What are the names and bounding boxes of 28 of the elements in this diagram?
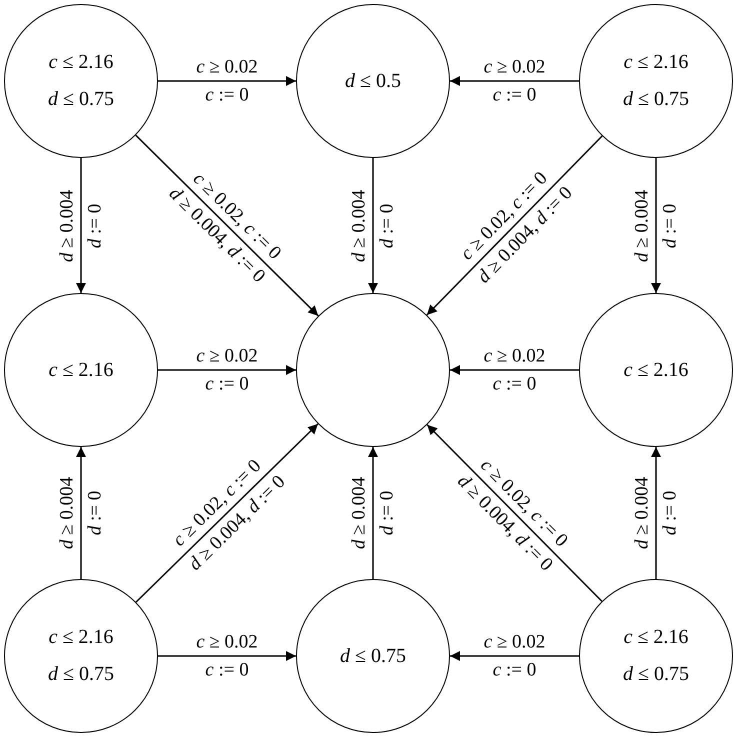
arrow xyxy=(368,447,378,579)
arrow xyxy=(76,158,86,293)
state-label: c ≤ 2.16 xyxy=(624,358,688,382)
state-label: c ≤ 2.16 xyxy=(48,358,114,382)
state-label: c ≤ 2.16 xyxy=(624,51,688,74)
arrow xyxy=(158,651,296,661)
arrow xyxy=(450,651,579,661)
arrow xyxy=(135,134,319,316)
state-label: c ≤ 2.16 xyxy=(48,626,114,649)
arrow xyxy=(158,76,296,86)
arrow xyxy=(135,423,319,603)
state-label: d ≤ 0.5 xyxy=(345,70,401,92)
arrow xyxy=(426,424,602,602)
arrow xyxy=(158,365,296,375)
state-label: c ≤ 2.16 xyxy=(624,626,688,649)
state-label: c ≤ 2.16 xyxy=(48,51,114,74)
arrow xyxy=(450,76,579,86)
arrow xyxy=(426,136,603,316)
state-label: d ≤ 0.75 xyxy=(48,663,114,686)
state-label: d ≤ 0.75 xyxy=(340,644,406,668)
arrow xyxy=(651,447,661,579)
state-label: d ≤ 0.75 xyxy=(623,88,689,111)
arrow xyxy=(368,158,378,293)
arrow xyxy=(450,365,579,375)
arrow xyxy=(651,158,661,293)
arrow xyxy=(76,447,86,579)
state-label: d ≤ 0.75 xyxy=(48,88,114,111)
state-label: d ≤ 0.75 xyxy=(623,663,689,686)
